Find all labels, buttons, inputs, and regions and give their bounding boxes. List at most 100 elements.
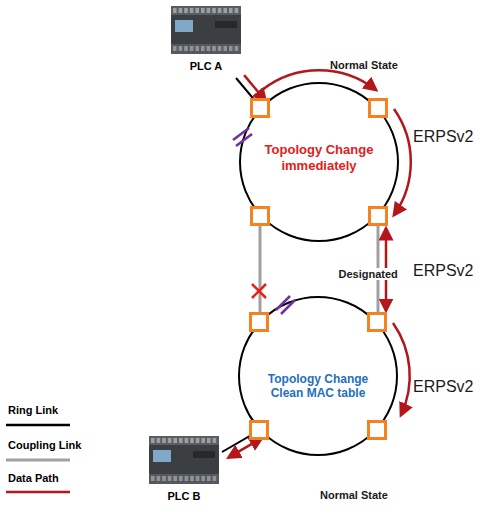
- ring-link: [239, 297, 397, 455]
- edge-label: Designated: [338, 268, 399, 280]
- plc-terminal: [179, 438, 183, 443]
- plc-terminal: [184, 46, 188, 51]
- plc-terminal: [201, 438, 205, 443]
- ring-status-text: Topology Change immediately: [257, 142, 381, 173]
- plc-terminal: [173, 8, 177, 13]
- plc-illustration: [171, 6, 241, 54]
- legend-text: Ring Link: [8, 404, 58, 416]
- protocol-label: ERPSv2: [413, 128, 473, 146]
- ring-link: [240, 83, 398, 241]
- plc-terminal: [173, 476, 177, 481]
- legend-text: Coupling Link: [8, 439, 81, 451]
- protocol-label: ERPSv2: [413, 378, 473, 396]
- device-label: PLC B: [146, 490, 222, 503]
- data-path-arc: [394, 109, 411, 215]
- plc-terminal: [179, 476, 183, 481]
- plc-terminal: [195, 8, 199, 13]
- state-label: Normal State: [330, 59, 398, 71]
- plc-terminal: [179, 8, 183, 13]
- plc-terminal: [201, 8, 205, 13]
- plc-terminal: [223, 46, 227, 51]
- plc-terminal: [173, 438, 177, 443]
- plc-terminal: [213, 476, 217, 481]
- plc-terminal: [207, 438, 211, 443]
- plc-terminal: [235, 46, 239, 51]
- plc-label-plate: [153, 450, 171, 462]
- ring-circle: Topology Change immediately: [239, 82, 399, 242]
- plc-terminal: [151, 438, 155, 443]
- plc-terminal: [218, 46, 222, 51]
- data-path-arc: [262, 70, 376, 90]
- device-link: [236, 75, 265, 108]
- plc-terminal: [229, 46, 233, 51]
- plc-terminal: [190, 438, 194, 443]
- plc-terminal: [179, 46, 183, 51]
- protocol-label: ERPSv2: [413, 262, 473, 280]
- plc-terminal: [201, 476, 205, 481]
- plc-terminal: [218, 8, 222, 13]
- ring-status-text: Topology Change Clean MAC table: [259, 372, 377, 401]
- legend-data-line: [6, 491, 70, 494]
- state-label: Normal State: [320, 489, 388, 501]
- plc-terminal-strip: [149, 474, 219, 484]
- link-line: [259, 215, 262, 323]
- plc-led-panel: [193, 451, 215, 458]
- plc-terminal: [157, 476, 161, 481]
- blocked-port-mark: [276, 296, 290, 310]
- plc-terminal: [190, 476, 194, 481]
- link-line: [222, 430, 260, 452]
- legend-text: Data Path: [8, 472, 59, 484]
- blocked-port-mark: [233, 128, 249, 140]
- switch-port: [369, 314, 386, 331]
- plc-terminal: [173, 46, 177, 51]
- plc-label-plate: [175, 20, 193, 32]
- switch-port: [251, 314, 268, 331]
- plc-terminal: [151, 476, 155, 481]
- break-mark: [252, 284, 266, 298]
- plc-terminal-strip: [171, 44, 241, 54]
- plc-terminal: [162, 476, 166, 481]
- plc-terminal: [168, 476, 172, 481]
- plc-terminal: [212, 8, 216, 13]
- switch-port: [370, 208, 387, 225]
- plc-device: PLC A: [166, 6, 246, 78]
- plc-terminal: [207, 8, 211, 13]
- plc-terminal: [201, 46, 205, 51]
- plc-terminal: [207, 46, 211, 51]
- plc-terminal: [185, 438, 189, 443]
- plc-terminal: [207, 476, 211, 481]
- plc-terminal: [185, 476, 189, 481]
- legend-ring-line: [6, 424, 70, 427]
- switch-port: [251, 422, 268, 439]
- plc-led-panel: [215, 21, 237, 28]
- plc-terminal: [195, 46, 199, 51]
- device-link: [222, 430, 262, 458]
- plc-terminal: [190, 46, 194, 51]
- plc-terminal-strip: [171, 6, 241, 15]
- data-path-arc: [393, 323, 410, 415]
- blocked-port-mark: [281, 300, 295, 314]
- plc-terminal: [212, 46, 216, 51]
- switch-port: [369, 422, 386, 439]
- switch-port: [252, 100, 269, 117]
- ring-circle: Topology Change Clean MAC table: [238, 296, 398, 456]
- plc-illustration: [149, 436, 219, 484]
- blocked-port-mark: [236, 134, 252, 146]
- plc-terminal: [190, 8, 194, 13]
- legend-coupling-line: [6, 459, 70, 462]
- plc-terminal: [229, 8, 233, 13]
- data-path-arrow: [229, 438, 262, 457]
- plc-terminal: [196, 476, 200, 481]
- plc-terminal: [235, 8, 239, 13]
- plc-terminal-strip: [149, 436, 219, 445]
- plc-device: PLC B: [146, 436, 222, 512]
- plc-terminal: [184, 8, 188, 13]
- data-path-arrow: [244, 75, 265, 101]
- plc-terminal: [196, 438, 200, 443]
- plc-terminal: [223, 8, 227, 13]
- switch-port: [370, 100, 387, 117]
- plc-terminal: [168, 438, 172, 443]
- plc-terminal: [157, 438, 161, 443]
